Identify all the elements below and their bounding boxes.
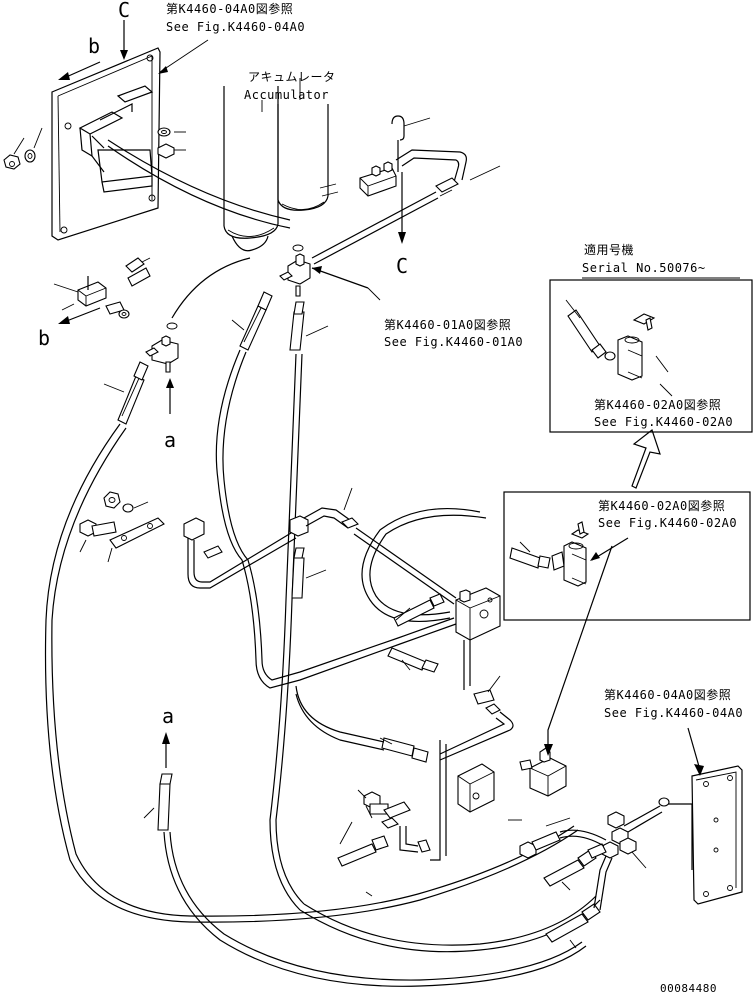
ref-01a0-jp: 第K4460-01A0図参照 xyxy=(384,318,512,332)
bracket-plate-bottom-right xyxy=(508,727,743,949)
fittings-b-group xyxy=(53,257,251,414)
view-letter-a-mid: a xyxy=(164,428,177,452)
ref-01a0-en: See Fig.K4460-01A0 xyxy=(384,335,524,349)
bracket-plate-top-left xyxy=(3,20,291,241)
accumulator-right xyxy=(277,78,339,211)
center-hoses-valves xyxy=(291,507,613,861)
ref-02a0-inset-jp: 第K4460-02A0図参照 xyxy=(594,398,722,412)
ref-02a0-inset-en: See Fig.K4460-02A0 xyxy=(594,415,734,429)
top-right-fittings xyxy=(311,115,501,265)
view-letter-b-mid: b xyxy=(38,326,51,350)
ref-04a0-top-en: See Fig.K4460-04A0 xyxy=(166,20,306,34)
serial-label-en: Serial No.50076~ xyxy=(582,261,706,275)
view-letter-a-bottom: a xyxy=(162,704,175,728)
inset-box-02a0 xyxy=(503,491,751,621)
hose-assemblies xyxy=(44,291,601,953)
lower-center-fittings xyxy=(143,732,587,987)
ref-02a0-mid-en: See Fig.K4460-02A0 xyxy=(598,516,738,530)
inset-box-serial xyxy=(549,277,753,489)
view-letter-c-mid: C xyxy=(396,254,409,278)
serial-label-jp: 適用号機 xyxy=(584,243,635,257)
ref-04a0-top-jp: 第K4460-04A0図参照 xyxy=(166,2,294,16)
ref-04a0-bottom-jp: 第K4460-04A0図参照 xyxy=(604,688,732,702)
ref-02a0-mid-jp: 第K4460-02A0図参照 xyxy=(598,499,726,513)
accumulator-left xyxy=(223,86,279,252)
ref-04a0-bottom-en: See Fig.K4460-04A0 xyxy=(604,706,744,720)
accumulator-label-en: Accumulator xyxy=(244,88,329,102)
middle-left-parts xyxy=(79,487,457,605)
view-letter-c-top: C xyxy=(118,0,131,22)
drawing-number: 00084480 xyxy=(660,982,717,995)
center-valve-01a0 xyxy=(279,244,381,301)
view-letter-b-top: b xyxy=(88,34,101,58)
accumulator-label-jp: アキュムレータ xyxy=(248,70,336,84)
